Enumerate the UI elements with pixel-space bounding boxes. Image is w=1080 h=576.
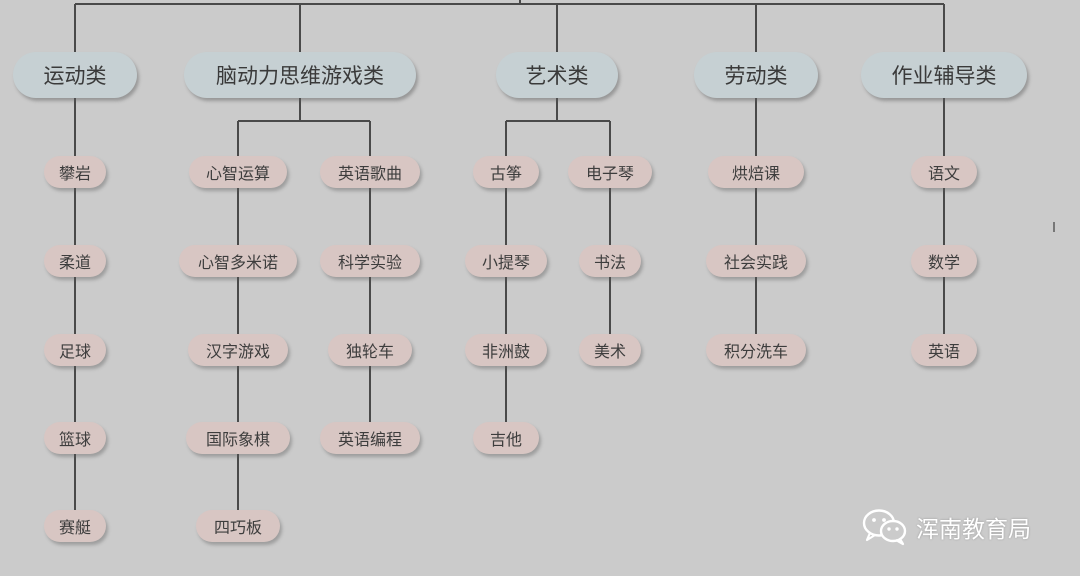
activity-node: 烘焙课: [708, 156, 804, 188]
activity-node: 科学实验: [320, 245, 420, 277]
activity-node: 英语: [911, 334, 977, 366]
wechat-icon: [862, 509, 907, 546]
category-node: 运动类: [13, 52, 137, 98]
activity-node: 书法: [579, 245, 641, 277]
category-node: 劳动类: [694, 52, 818, 98]
activity-node: 古筝: [473, 156, 539, 188]
activity-node: 国际象棋: [186, 422, 290, 454]
watermark: 浑南教育局: [862, 508, 1031, 546]
activity-node: 语文: [911, 156, 977, 188]
activity-node: 积分洗车: [706, 334, 806, 366]
activity-node: 柔道: [44, 245, 106, 277]
activity-node: 足球: [44, 334, 106, 366]
activity-node: 英语歌曲: [320, 156, 420, 188]
activity-node: 四巧板: [196, 510, 280, 542]
activity-node: 小提琴: [465, 245, 547, 277]
activity-node: 非洲鼓: [465, 334, 547, 366]
category-node: 艺术类: [496, 52, 618, 98]
activity-node: 汉字游戏: [188, 334, 288, 366]
activity-node: 攀岩: [44, 156, 106, 188]
activity-node: 心智多米诺: [179, 245, 297, 277]
watermark-text: 浑南教育局: [916, 517, 1031, 543]
activity-node: 数学: [911, 245, 977, 277]
activity-node: 社会实践: [706, 245, 806, 277]
activity-node: 赛艇: [44, 510, 106, 542]
stray-mark: [1053, 222, 1055, 232]
category-node: 作业辅导类: [861, 52, 1027, 98]
category-node: 脑动力思维游戏类: [184, 52, 416, 98]
activity-node: 心智运算: [189, 156, 287, 188]
activity-node: 电子琴: [568, 156, 652, 188]
activity-node: 英语编程: [320, 422, 420, 454]
activity-node: 吉他: [473, 422, 539, 454]
activity-node: 篮球: [44, 422, 106, 454]
activity-node: 美术: [579, 334, 641, 366]
activity-node: 独轮车: [328, 334, 412, 366]
